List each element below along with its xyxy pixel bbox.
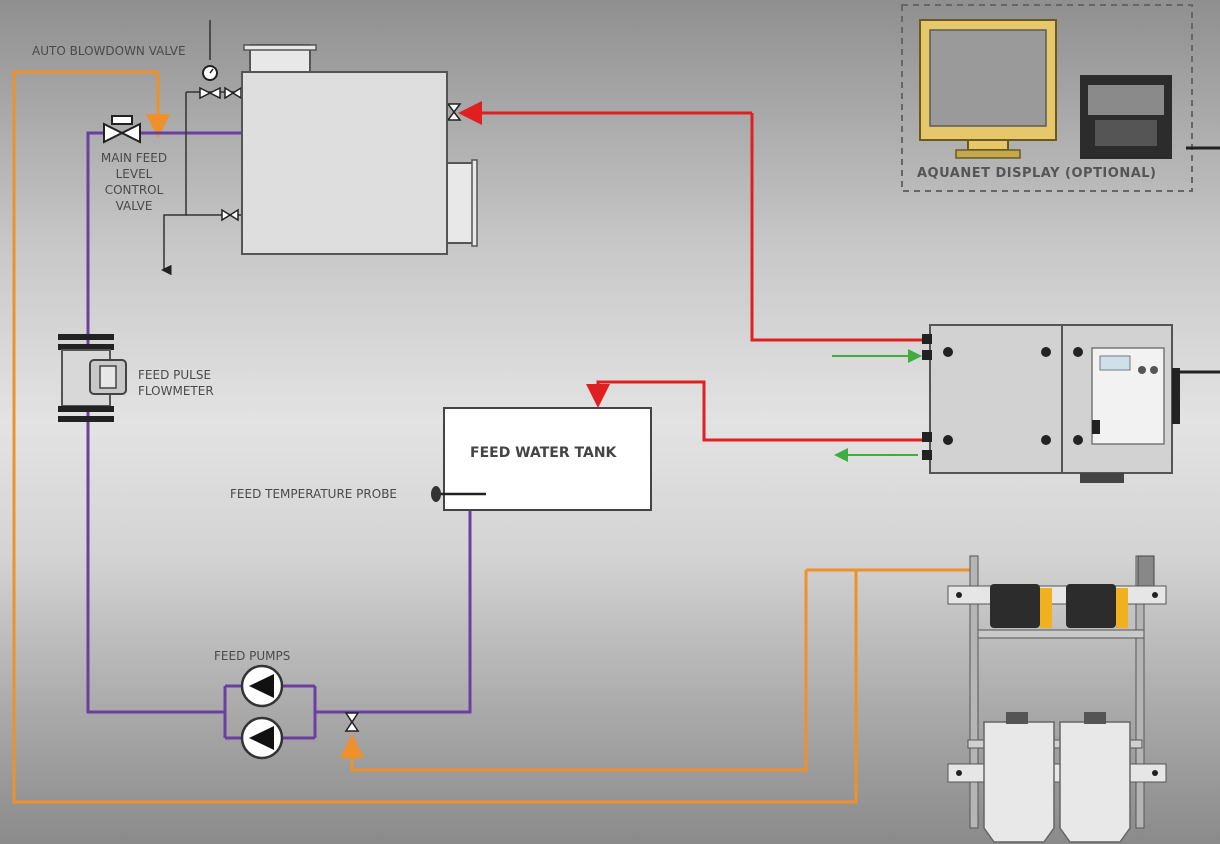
main-feed-level-control-valve — [103, 115, 141, 144]
chemical-dosing-rack — [947, 555, 1167, 843]
pump-icon — [240, 664, 284, 760]
main-feed-valve-label-line-3: CONTROL — [104, 183, 164, 197]
main-feed-valve-label: MAIN FEED LEVEL CONTROL VALVE — [88, 150, 180, 214]
feed-pumps-label: FEED PUMPS — [214, 649, 291, 663]
valve-icon — [199, 86, 462, 222]
main-feed-valve-label-line-2: LEVEL — [115, 167, 153, 181]
monitor-icon — [919, 19, 1057, 159]
controller-unit — [922, 324, 1220, 483]
chemical-dosing-lines — [12, 70, 972, 804]
pressure-gauge-icon — [202, 65, 218, 81]
feed-temperature-probe — [431, 486, 486, 502]
auto-blowdown-valve-label: AUTO BLOWDOWN VALVE — [32, 44, 186, 58]
aquanet-display-group — [901, 4, 1220, 192]
flowmeter-label-line-2: FLOWMETER — [138, 384, 214, 398]
flowmeter-label-line-1: FEED PULSE — [138, 368, 212, 382]
boiler — [241, 44, 478, 255]
signal-arrows — [832, 349, 922, 462]
feed-line-valve-icon — [344, 712, 360, 732]
main-feed-valve-label-line-1: MAIN FEED — [100, 151, 168, 165]
feed-pulse-flowmeter — [58, 334, 127, 422]
feed-water-tank-label: FEED WATER TANK — [470, 445, 617, 461]
feed-temperature-probe-label: FEED TEMPERATURE PROBE — [230, 487, 398, 501]
feed-pulse-flowmeter-label: FEED PULSE FLOWMETER — [138, 367, 214, 399]
main-feed-valve-label-line-4: VALVE — [115, 199, 153, 213]
aquanet-display-label: AQUANET DISPLAY (OPTIONAL) — [917, 166, 1157, 181]
printer-icon — [1080, 75, 1172, 159]
control-lines — [458, 101, 925, 442]
